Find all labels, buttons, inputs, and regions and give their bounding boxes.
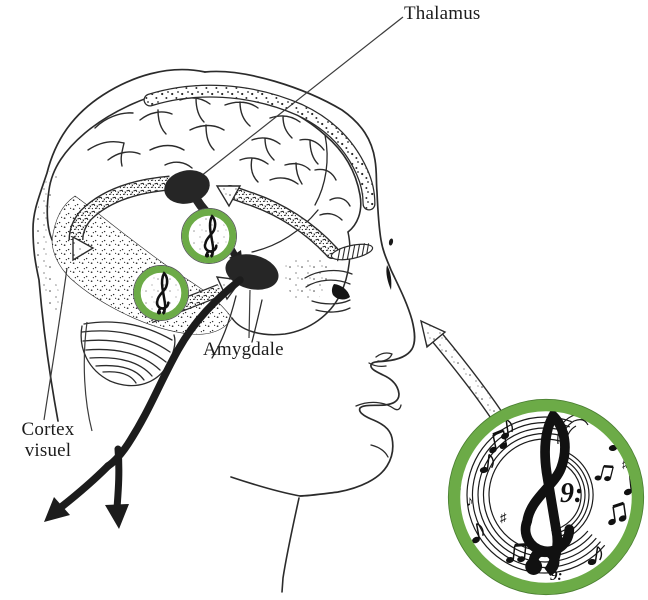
sharp-glyph: ♯ xyxy=(622,457,628,471)
music-badge-cortex xyxy=(133,265,189,321)
inner-skull-stipple xyxy=(35,170,66,314)
brainstem-lines xyxy=(211,295,263,359)
neck-line xyxy=(281,497,300,593)
amygdala-pointer-line xyxy=(248,289,251,339)
nose-bridge-shading xyxy=(386,265,392,290)
cortex-visuel-line1: Cortex xyxy=(21,419,75,440)
response-arrows xyxy=(44,276,244,529)
frontal-gyrus-line xyxy=(314,134,328,206)
eyebrow xyxy=(330,243,374,262)
music-stimulus-arrow xyxy=(419,319,510,432)
flat-glyph: ♭ xyxy=(456,481,462,495)
brow-shadow-dot xyxy=(388,238,394,246)
cortex-pointer-line-2 xyxy=(83,321,93,432)
jaw-line xyxy=(230,476,301,497)
bass-clef-icon: 9: xyxy=(560,478,583,509)
cortex-visuel-label: Cortex visuel xyxy=(10,419,86,461)
face-profile-line xyxy=(204,70,416,497)
chin-crease-line xyxy=(370,444,389,458)
pathway-top-strip xyxy=(143,84,376,211)
response-arrowhead-right xyxy=(105,504,129,529)
note-glyph: ♪ xyxy=(466,494,474,510)
pathway-thalamus-to-cortex xyxy=(68,175,171,262)
music-badge-thalamus xyxy=(181,208,237,264)
music-logo: ♪ ♪ ♫ ♯ ♯ ♭ 9: 9: xyxy=(447,398,645,596)
amygdale-label: Amygdale xyxy=(203,339,284,360)
sharp-glyph: ♯ xyxy=(500,510,507,525)
thalamus-label: Thalamus xyxy=(404,3,481,24)
eye-socket-stipple xyxy=(284,256,332,300)
thalamus-pointer-line xyxy=(195,16,404,181)
cortex-pointer-line-1 xyxy=(43,267,68,421)
mouth-line xyxy=(355,401,402,411)
skull-back-line xyxy=(32,68,206,422)
pathway-eye-to-thalamus xyxy=(215,185,339,259)
cerebellum xyxy=(80,321,176,387)
response-arrowhead-left xyxy=(44,497,70,522)
cortex-visuel-line2: visuel xyxy=(24,440,72,461)
iris xyxy=(331,284,350,300)
sylvian-fissure-line xyxy=(251,209,319,253)
nostril-line xyxy=(368,352,393,368)
eye xyxy=(304,269,353,313)
head-outline xyxy=(32,68,416,593)
